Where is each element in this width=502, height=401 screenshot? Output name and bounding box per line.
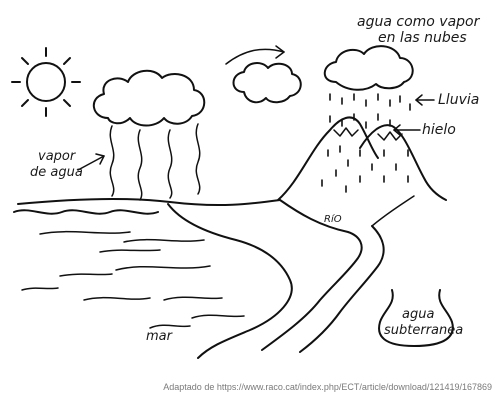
underground-water-label-line1: agua [402, 307, 434, 322]
cloud-vapor-label-line2: en las nubes [378, 30, 467, 46]
shoreline [17, 197, 281, 207]
sun-icon [11, 47, 81, 117]
evaporation-cloud [93, 69, 206, 127]
ice-label-arrow [393, 124, 421, 136]
rain-label: Lluvia [438, 92, 479, 108]
rain-cloud [323, 45, 414, 91]
mountains [277, 116, 447, 201]
sea-waves [13, 209, 245, 329]
rain-drops [321, 93, 411, 193]
coastline [167, 203, 293, 359]
underground-water-label-line2: subterranea [384, 323, 463, 338]
underground-water-outline [378, 289, 454, 347]
river-bank [299, 225, 385, 353]
rain-label-arrow [415, 94, 435, 106]
vapor-label-line2: de agua [30, 165, 83, 180]
vapor-arrow [77, 153, 105, 171]
river-source [371, 195, 415, 227]
source-caption: Adaptado de https://www.raco.cat/index.p… [163, 382, 492, 392]
water-vapor-lines [109, 123, 201, 201]
cloud-vapor-label-line1: agua como vapor [357, 14, 481, 30]
sea-label: mar [146, 329, 174, 344]
ice-label: hielo [422, 122, 456, 138]
moving-cloud [232, 62, 302, 104]
river [261, 199, 363, 351]
river-label: RíO [324, 213, 342, 225]
vapor-label-line1: vapor [38, 149, 77, 164]
wind-arrow [225, 45, 285, 65]
